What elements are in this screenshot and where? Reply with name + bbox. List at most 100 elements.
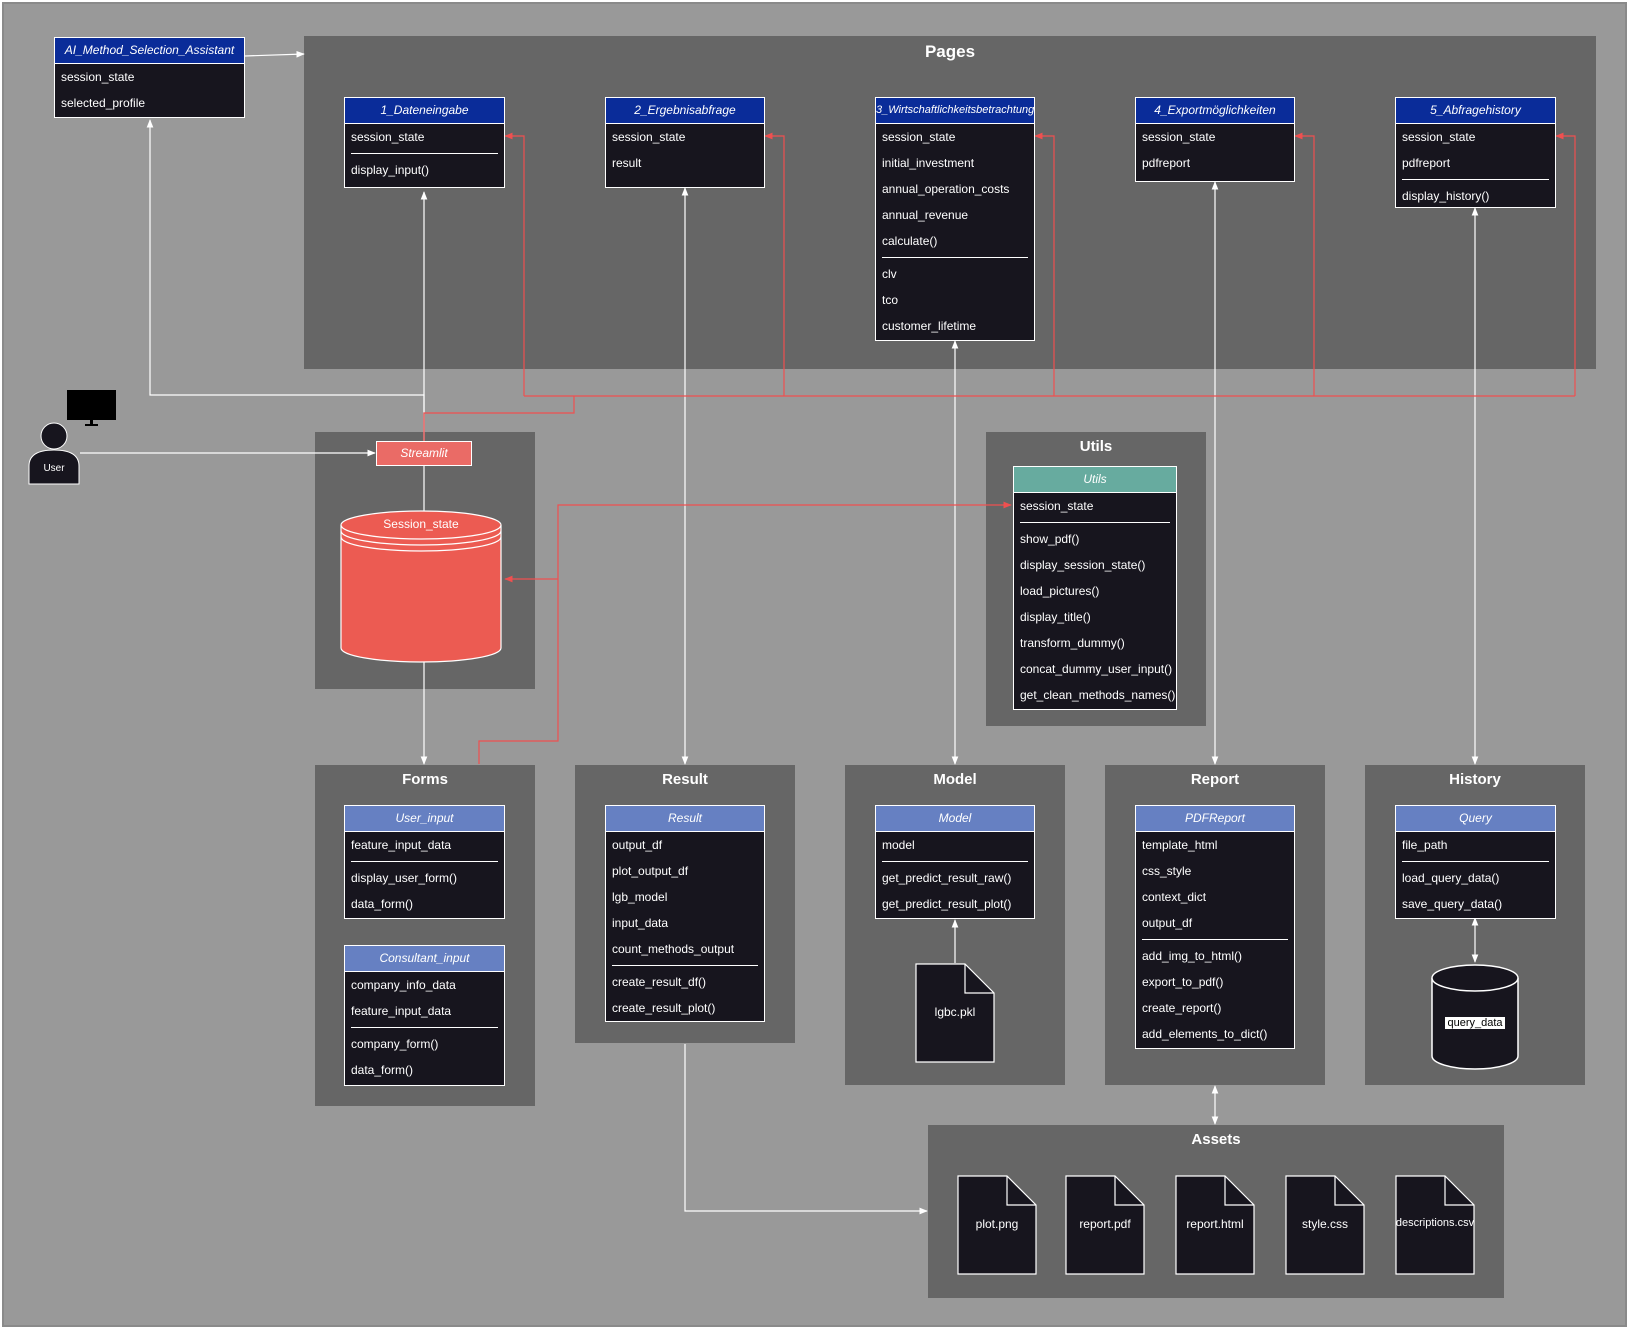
file-label: plot.png — [975, 1217, 1019, 1231]
class-5-abfragehistory[interactable]: 5_Abfragehistory session_state pdfreport… — [1395, 97, 1556, 208]
file-icon — [915, 963, 995, 1063]
class-title: PDFReport — [1136, 806, 1294, 832]
class-method: data_form() — [351, 1063, 414, 1077]
class-method: add_img_to_html() — [1142, 949, 1243, 963]
user-label: User — [43, 463, 65, 474]
class-divider — [882, 861, 1028, 862]
class-divider — [351, 153, 498, 154]
file-icon — [1065, 1175, 1145, 1275]
streamlit-group — [315, 432, 535, 689]
class-title: 2_Ergebnisabfrage — [606, 98, 764, 124]
class-method: get_clean_methods_names() — [1020, 688, 1176, 702]
utils-class[interactable]: Utils session_state show_pdf() display_s… — [1013, 466, 1177, 710]
class-field: session_state — [351, 130, 425, 144]
assets-group-title: Assets — [1191, 1131, 1241, 1148]
model-class[interactable]: Model model get_predict_result_raw() get… — [875, 805, 1035, 919]
class-method: company_form() — [351, 1037, 439, 1051]
query-data-text: query_data — [1445, 1017, 1505, 1029]
consultant-input-class[interactable]: Consultant_input company_info_data featu… — [344, 945, 505, 1086]
class-method: create_result_plot() — [612, 1001, 716, 1015]
class-method: show_pdf() — [1020, 532, 1080, 546]
report-group-title: Report — [1190, 771, 1240, 788]
file-label: descriptions.csv — [1395, 1217, 1475, 1229]
asset-file-plot[interactable]: plot.png — [957, 1175, 1037, 1275]
assistant-class-title: AI_Method_Selection_Assistant — [55, 38, 244, 64]
asset-file-report-pdf[interactable]: report.pdf — [1065, 1175, 1145, 1275]
class-method: transform_dummy() — [1020, 636, 1125, 650]
class-4-exportmoeglichkeiten[interactable]: 4_Exportmöglichkeiten session_state pdfr… — [1135, 97, 1295, 182]
streamlit-node[interactable]: Streamlit — [376, 441, 472, 466]
class-method: get_predict_result_raw() — [882, 871, 1012, 885]
class-field: count_methods_output — [612, 942, 735, 956]
class-title: Result — [606, 806, 764, 832]
result-class[interactable]: Result output_df plot_output_df lgb_mode… — [605, 805, 765, 1022]
class-method: add_elements_to_dict() — [1142, 1027, 1268, 1041]
class-method: display_history() — [1402, 189, 1490, 203]
asset-file-style-css[interactable]: style.css — [1285, 1175, 1365, 1275]
class-method: save_query_data() — [1402, 897, 1503, 911]
class-field: css_style — [1142, 864, 1192, 878]
class-field: feature_input_data — [351, 1004, 452, 1018]
file-label: style.css — [1301, 1217, 1348, 1231]
class-field: session_state — [1402, 130, 1476, 144]
file-icon — [957, 1175, 1037, 1275]
class-divider — [612, 965, 758, 966]
class-field: lgb_model — [612, 890, 668, 904]
class-method: display_user_form() — [351, 871, 458, 885]
file-label: report.html — [1186, 1217, 1244, 1231]
history-group-title: History — [1449, 771, 1501, 788]
pdfreport-class[interactable]: PDFReport template_html css_style contex… — [1135, 805, 1295, 1049]
class-method: tco — [882, 293, 899, 307]
class-field: annual_operation_costs — [882, 182, 1010, 196]
class-field: session_state — [61, 70, 135, 84]
class-method: create_result_df() — [612, 975, 707, 989]
asset-file-report-html[interactable]: report.html — [1175, 1175, 1255, 1275]
class-method: get_predict_result_plot() — [882, 897, 1012, 911]
lgbc-pkl-file[interactable]: lgbc.pkl — [915, 963, 995, 1063]
user-input-class[interactable]: User_input feature_input_data display_us… — [344, 805, 505, 919]
asset-file-descriptions-csv[interactable]: descriptions.csv — [1395, 1175, 1475, 1275]
class-field: input_data — [612, 916, 669, 930]
class-field: session_state — [1142, 130, 1216, 144]
class-field: result — [612, 156, 642, 170]
class-method: export_to_pdf() — [1142, 975, 1224, 989]
file-icon — [1395, 1175, 1475, 1275]
class-title: Utils — [1014, 467, 1176, 493]
utils-group-title: Utils — [1079, 438, 1113, 455]
class-divider — [882, 257, 1028, 258]
class-method: display_session_state() — [1020, 558, 1146, 572]
class-field: initial_investment — [882, 156, 975, 170]
file-label: lgbc.pkl — [934, 1005, 976, 1019]
query-data-label: query_data — [1432, 1017, 1518, 1029]
model-group-title: Model — [933, 771, 977, 788]
class-method: create_report() — [1142, 1001, 1222, 1015]
file-icon — [1175, 1175, 1255, 1275]
class-method: load_pictures() — [1020, 584, 1100, 598]
class-2-ergebnisabfrage[interactable]: 2_Ergebnisabfrage session_state result — [605, 97, 765, 188]
class-field: feature_input_data — [351, 838, 452, 852]
forms-group-title: Forms — [402, 771, 448, 788]
class-3-wirtschaftlichkeitsbetrachtung[interactable]: 3_Wirtschaftlichkeitsbetrachtung session… — [875, 97, 1035, 341]
class-field: session_state — [612, 130, 686, 144]
class-field: annual_revenue — [882, 208, 969, 222]
class-field: pdfreport — [1402, 156, 1451, 170]
class-title: User_input — [345, 806, 504, 832]
class-divider — [1402, 179, 1549, 180]
class-method: clv — [882, 267, 897, 281]
class-title: 5_Abfragehistory — [1396, 98, 1555, 124]
class-1-dateneingabe[interactable]: 1_Dateneingabe session_state display_inp… — [344, 97, 505, 188]
class-title: Query — [1396, 806, 1555, 832]
class-field: template_html — [1142, 838, 1218, 852]
assistant-class[interactable]: AI_Method_Selection_Assistant session_st… — [54, 37, 245, 118]
class-field: context_dict — [1142, 890, 1207, 904]
class-title: 3_Wirtschaftlichkeitsbetrachtung — [876, 98, 1034, 124]
pages-group-title: Pages — [924, 42, 976, 61]
class-method: display_input() — [351, 163, 430, 177]
class-title: Model — [876, 806, 1034, 832]
class-divider — [1020, 522, 1170, 523]
class-field: selected_profile — [61, 96, 146, 110]
class-method: data_form() — [351, 897, 414, 911]
query-class[interactable]: Query file_path load_query_data() save_q… — [1395, 805, 1556, 919]
class-field: model — [882, 838, 915, 852]
